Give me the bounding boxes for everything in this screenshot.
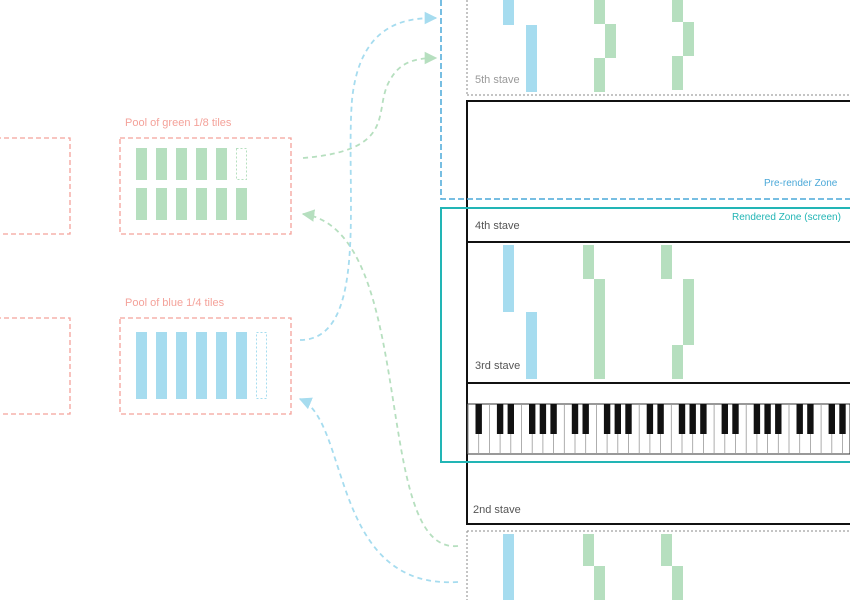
blue-tile: [526, 312, 537, 379]
rendered-zone-border: [440, 207, 850, 463]
fifth-stave-label: 5th stave: [475, 74, 520, 86]
black-key: [721, 404, 728, 434]
green-pool-tiles: [136, 148, 247, 220]
green-tile: [661, 534, 672, 566]
green-tile: [156, 148, 167, 180]
black-key: [700, 404, 707, 434]
black-key: [603, 404, 611, 434]
green-tile: [236, 188, 247, 220]
green-tile: [583, 534, 594, 566]
blue-pool-box: [119, 317, 292, 415]
blue-recycle-arrow: [298, 397, 459, 583]
black-key: [496, 404, 504, 434]
blue-tile: [196, 332, 207, 399]
black-key: [625, 404, 632, 434]
black-key: [839, 404, 846, 434]
green-recycle-arrow: [301, 209, 459, 547]
blue-empty-slot: [256, 332, 267, 399]
black-key: [828, 404, 835, 434]
blue-tile: [503, 245, 514, 312]
blue-pool-label: Pool of blue 1/4 tiles: [125, 297, 225, 309]
blue-tile: [156, 332, 167, 399]
green-tile: [156, 188, 167, 220]
third-stave-box: [466, 241, 850, 384]
black-key: [753, 404, 761, 434]
green-tile: [672, 56, 683, 90]
black-key: [582, 404, 589, 434]
green-pool-box: [119, 137, 292, 235]
black-key: [614, 404, 621, 434]
blue-tile: [526, 25, 537, 92]
green-tile: [176, 188, 187, 220]
green-empty-slot: [236, 148, 247, 180]
green-tile: [594, 0, 605, 24]
fourth-stave-label: 4th stave: [475, 220, 520, 232]
black-key: [657, 404, 664, 434]
second-stave-box: [466, 382, 850, 525]
blue-tile: [503, 534, 514, 600]
green-tile: [594, 313, 605, 345]
green-tile: [136, 188, 147, 220]
black-key: [475, 404, 482, 434]
stave-tiles: [503, 0, 694, 600]
green-tile: [672, 0, 683, 22]
offscreen-pool-box-bottom: [0, 317, 71, 415]
black-key: [571, 404, 579, 434]
prerender-zone-border: [440, 0, 850, 200]
green-tile: [594, 279, 605, 313]
green-tile: [683, 22, 694, 56]
black-key: [507, 404, 514, 434]
green-tile: [216, 148, 227, 180]
blue-tile: [136, 332, 147, 399]
black-key: [646, 404, 654, 434]
black-key: [775, 404, 782, 434]
black-key: [529, 404, 536, 434]
green-pool-label: Pool of green 1/8 tiles: [125, 117, 232, 129]
offscreen-pool-box-top: [0, 137, 71, 235]
green-allocate-arrow: [302, 51, 438, 159]
green-tile: [216, 188, 227, 220]
blue-allocate-arrow: [299, 11, 438, 341]
black-key: [732, 404, 739, 434]
green-tile: [594, 58, 605, 92]
black-key: [689, 404, 696, 434]
black-key: [764, 404, 771, 434]
green-tile: [136, 148, 147, 180]
black-key: [678, 404, 686, 434]
prerender-zone-label: Pre-render Zone: [764, 178, 838, 189]
blue-tile: [503, 0, 514, 25]
piano-keyboard: [467, 403, 850, 455]
green-tile: [683, 279, 694, 313]
second-stave-label: 2nd stave: [473, 504, 521, 516]
green-tile: [196, 148, 207, 180]
blue-pool-tiles: [136, 332, 267, 399]
green-tile: [672, 566, 683, 600]
third-stave-label: 3rd stave: [475, 360, 521, 372]
rendered-zone-label: Rendered Zone (screen): [732, 212, 841, 223]
green-tile: [661, 245, 672, 279]
green-tile: [605, 24, 616, 58]
black-key: [539, 404, 547, 434]
green-tile: [583, 245, 594, 279]
blue-tile: [176, 332, 187, 399]
green-tile: [683, 313, 694, 345]
black-key: [807, 404, 814, 434]
green-tile: [196, 188, 207, 220]
green-tile: [594, 566, 605, 600]
black-key: [796, 404, 803, 434]
black-key: [550, 404, 557, 434]
green-tile: [176, 148, 187, 180]
blue-tile: [216, 332, 227, 399]
green-tile: [594, 345, 605, 379]
blue-tile: [236, 332, 247, 399]
green-tile: [672, 345, 683, 379]
